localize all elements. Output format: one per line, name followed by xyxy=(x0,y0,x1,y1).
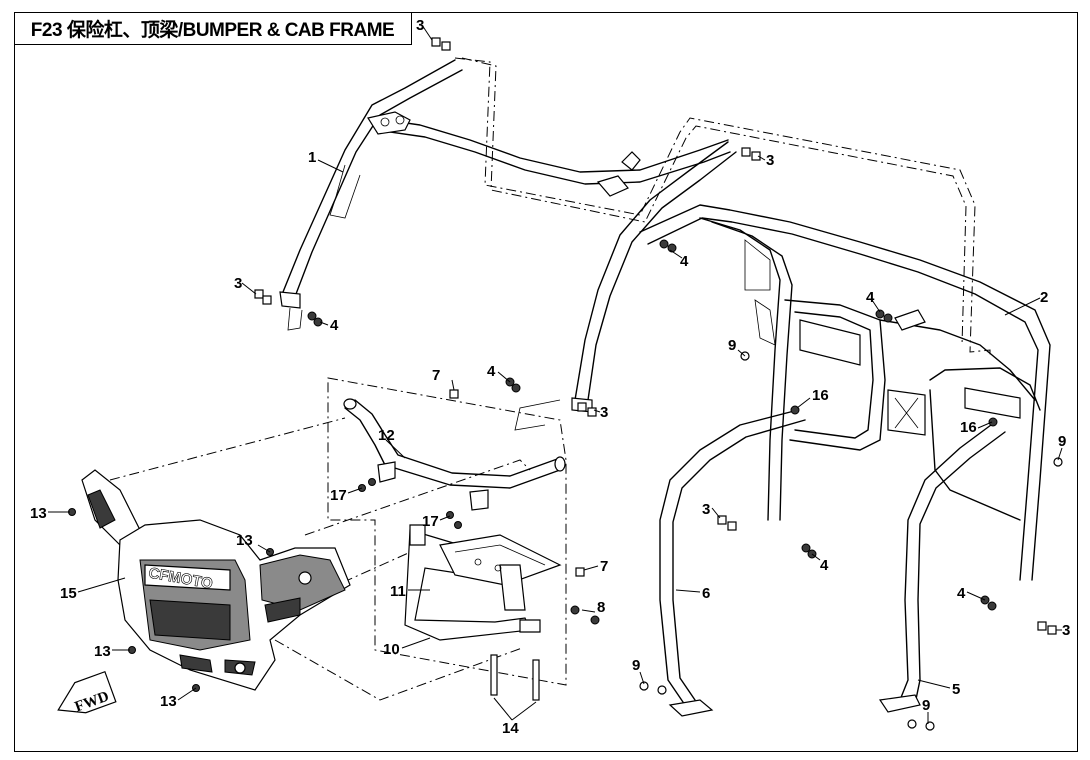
drawing-border xyxy=(14,12,1078,752)
bumper-bracket-dash-box xyxy=(327,377,567,686)
callout-3-left: 3 xyxy=(234,275,242,292)
callout-13-d: 13 xyxy=(160,693,177,710)
bumper-guide-dash-lines xyxy=(109,417,346,481)
diagram-title: F23 保险杠、顶梁/BUMPER & CAB FRAME xyxy=(14,12,412,45)
callout-1: 1 xyxy=(308,149,316,166)
bumper-cover: CFMOTO xyxy=(81,469,351,691)
callout-13-b: 13 xyxy=(236,532,253,549)
callout-17-b: 17 xyxy=(422,513,439,530)
bumper-guide-dash-lines-3 xyxy=(274,639,523,701)
callout-4-lower: 4 xyxy=(487,363,496,380)
callout-3-mid: 3 xyxy=(600,404,608,421)
bolt-3-right-lower xyxy=(1037,621,1047,631)
callout-9-upper: 9 xyxy=(728,337,736,354)
callout-16-a: 16 xyxy=(812,387,829,404)
bolt-7-top xyxy=(449,389,459,399)
callout-13-a: 13 xyxy=(30,505,47,522)
fwd-direction-arrow: FWD xyxy=(57,670,117,715)
bolt-3-top xyxy=(431,37,441,47)
callout-7-top: 7 xyxy=(432,367,440,384)
nut-8-a xyxy=(570,605,580,615)
nut-16-b xyxy=(988,417,998,427)
nut-4-right xyxy=(875,309,885,319)
callout-13-c: 13 xyxy=(94,643,111,660)
callout-15: 15 xyxy=(60,585,77,602)
callout-2: 2 xyxy=(1040,289,1048,306)
callout-14: 14 xyxy=(502,720,519,737)
nut-4-left xyxy=(307,311,317,321)
callout-3-lower: 3 xyxy=(702,501,710,518)
bolt-14-a xyxy=(490,654,498,696)
callout-4-mid: 4 xyxy=(680,253,689,270)
bolt-9-right-foot xyxy=(907,719,917,729)
callout-9-right: 9 xyxy=(1058,433,1066,450)
callout-12: 12 xyxy=(378,427,395,444)
bolt-3-mid xyxy=(577,402,587,412)
callout-10: 10 xyxy=(383,641,400,658)
callout-3-top: 3 xyxy=(416,17,424,34)
rear-frame-dash-outline-inner xyxy=(461,57,967,346)
bolt-3-lower xyxy=(717,515,727,525)
callout-7-side: 7 xyxy=(600,558,608,575)
bolt-14-b xyxy=(532,659,540,701)
rear-cab-frame xyxy=(639,204,1051,581)
leader-lines xyxy=(48,24,1063,724)
bolt-7-side xyxy=(575,567,585,577)
left-support-leg xyxy=(659,409,806,717)
callout-17-a: 17 xyxy=(330,487,347,504)
callout-8: 8 xyxy=(597,599,605,616)
upper-bumper-tube xyxy=(343,398,566,511)
bolt-3-left xyxy=(254,289,264,299)
callout-6: 6 xyxy=(702,585,710,602)
callout-labels: 1 2 3 3 3 3 3 3 4 4 4 4 4 4 5 6 7 7 8 9 … xyxy=(30,17,1070,737)
nut-4-mid xyxy=(659,239,669,249)
callout-4-right: 4 xyxy=(866,289,875,306)
bumper-bracket-assembly xyxy=(404,524,562,641)
bolt-9-left-foot xyxy=(639,681,649,691)
bolt-3-right xyxy=(741,147,751,157)
nut-4-leg xyxy=(801,543,811,553)
callout-11: 11 xyxy=(390,583,406,600)
rear-frame-dash-outline xyxy=(454,57,991,358)
callout-5: 5 xyxy=(952,681,960,698)
callout-3-right: 3 xyxy=(766,152,774,169)
callout-3-right-lower: 3 xyxy=(1062,622,1070,639)
bumper-guide-dash-lines-4 xyxy=(304,459,531,536)
callout-4-left: 4 xyxy=(330,317,339,334)
callout-4-rightleg: 4 xyxy=(957,585,966,602)
right-support-leg xyxy=(878,421,1006,713)
callout-4-leg: 4 xyxy=(820,557,829,574)
callout-9-left-foot: 9 xyxy=(632,657,640,674)
callout-16-b: 16 xyxy=(960,419,977,436)
front-roll-bar xyxy=(279,59,737,431)
bolt-9-right xyxy=(1053,457,1063,467)
nut-8-b xyxy=(590,615,600,625)
callout-9-right-foot: 9 xyxy=(922,697,930,714)
